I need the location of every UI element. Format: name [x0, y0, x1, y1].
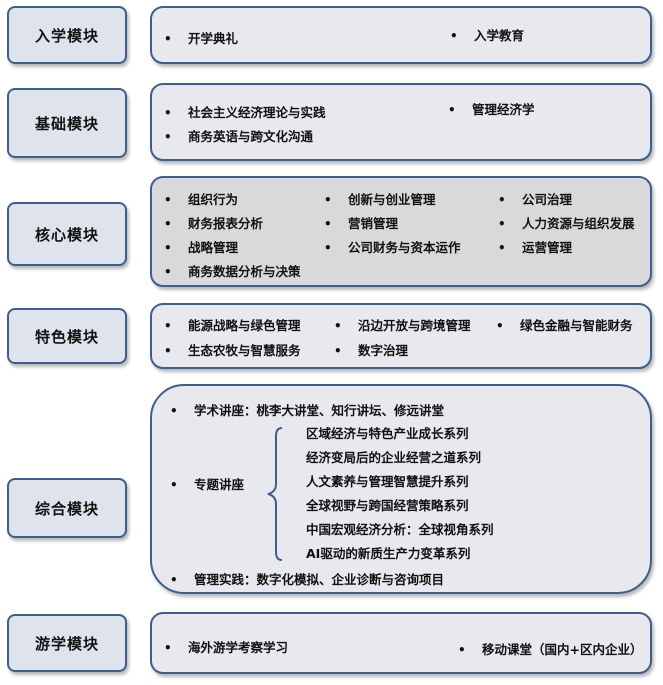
module-content-entry: • 开学典礼 • 入学教育 — [150, 6, 652, 64]
bullet: • — [324, 241, 332, 255]
bullet: • — [496, 319, 504, 333]
item-hr-organization: 人力资源与组织发展 — [522, 216, 635, 231]
special-item-regional-economy: 区域经济与特色产业成长系列 — [306, 426, 469, 441]
item-strategic-management: 战略管理 — [188, 240, 239, 255]
module-content-study-tour: • 海外游学考察学习 • 移动课堂（国内+区内企业） — [150, 612, 652, 674]
item-academic-lectures: 学术讲座：桃李大讲堂、知行讲坛、修远讲堂 — [194, 403, 445, 418]
item-green-finance: 绿色金融与智能财务 — [520, 318, 633, 333]
bullet: • — [324, 193, 332, 207]
item-eco-agriculture: 生态农牧与智慧服务 — [188, 343, 301, 358]
item-organizational-behavior: 组织行为 — [188, 192, 239, 207]
bullet: • — [164, 32, 172, 46]
bullet: • — [458, 643, 466, 657]
item-mobile-classroom: 移动课堂（国内+区内企业） — [482, 642, 643, 657]
item-entry-education: 入学教育 — [474, 28, 525, 43]
module-content-feature: • 能源战略与绿色管理 • 沿边开放与跨境管理 • 绿色金融与智能财务 • 生态… — [150, 303, 652, 369]
module-label-study-tour: 游学模块 — [7, 614, 127, 672]
item-digital-governance: 数字治理 — [358, 343, 409, 358]
curly-brace-icon — [267, 427, 283, 561]
item-corporate-governance: 公司治理 — [522, 192, 573, 207]
bullet: • — [498, 241, 506, 255]
bullet: • — [170, 404, 178, 418]
special-lectures-title: 专题讲座 — [194, 477, 245, 492]
bullet: • — [164, 641, 172, 655]
bullet: • — [498, 193, 506, 207]
item-operations-management: 运营管理 — [522, 240, 573, 255]
item-overseas-study: 海外游学考察学习 — [188, 640, 289, 655]
module-content-core: • 组织行为 • 创新与创业管理 • 公司治理 • 财务报表分析 • 营销管理 … — [150, 176, 652, 287]
module-content-foundation: • 社会主义经济理论与实践 • 管理经济学 • 商务英语与跨文化沟通 — [150, 83, 652, 161]
module-content-comprehensive: • 学术讲座：桃李大讲堂、知行讲坛、修远讲堂 • 专题讲座 区域经济与特色产业成… — [150, 384, 652, 594]
module-label-core: 核心模块 — [7, 202, 127, 266]
item-innovation-entrepreneurship: 创新与创业管理 — [348, 192, 436, 207]
module-label-comprehensive: 综合模块 — [7, 478, 127, 538]
module-label-entry: 入学模块 — [7, 6, 127, 64]
bullet: • — [164, 319, 172, 333]
special-item-business-after-change: 经济变局后的企业经营之道系列 — [306, 450, 482, 465]
item-business-data-analysis: 商务数据分析与决策 — [188, 264, 301, 279]
item-opening-ceremony: 开学典礼 — [188, 31, 239, 46]
bullet: • — [448, 103, 456, 117]
item-border-opening: 沿边开放与跨境管理 — [358, 318, 471, 333]
special-item-humanities: 人文素养与管理智慧提升系列 — [306, 474, 469, 489]
bullet: • — [324, 217, 332, 231]
bullet: • — [334, 319, 342, 333]
bullet: • — [164, 217, 172, 231]
bullet: • — [164, 130, 172, 144]
bullet: • — [164, 344, 172, 358]
bullet: • — [498, 217, 506, 231]
item-managerial-economics: 管理经济学 — [472, 102, 535, 117]
item-management-practice: 管理实践：数字化模拟、企业诊断与咨询项目 — [194, 572, 445, 587]
bullet: • — [450, 29, 458, 43]
special-item-china-macro: 中国宏观经济分析：全球视角系列 — [306, 522, 494, 537]
module-label-feature: 特色模块 — [7, 308, 127, 364]
special-item-global-vision: 全球视野与跨国经营策略系列 — [306, 498, 469, 513]
module-label-foundation: 基础模块 — [7, 88, 127, 158]
item-socialist-economics: 社会主义经济理论与实践 — [188, 105, 326, 120]
item-energy-strategy: 能源战略与绿色管理 — [188, 318, 301, 333]
item-business-english: 商务英语与跨文化沟通 — [188, 129, 314, 144]
bullet: • — [170, 573, 178, 587]
bullet: • — [164, 265, 172, 279]
special-item-ai-productivity: AI驱动的新质生产力变革系列 — [306, 546, 471, 561]
bullet: • — [334, 344, 342, 358]
bullet: • — [164, 193, 172, 207]
bullet: • — [164, 241, 172, 255]
item-financial-statement-analysis: 财务报表分析 — [188, 216, 264, 231]
bullet: • — [170, 478, 178, 492]
item-marketing-management: 营销管理 — [348, 216, 399, 231]
bullet: • — [164, 106, 172, 120]
item-corporate-finance: 公司财务与资本运作 — [348, 240, 461, 255]
